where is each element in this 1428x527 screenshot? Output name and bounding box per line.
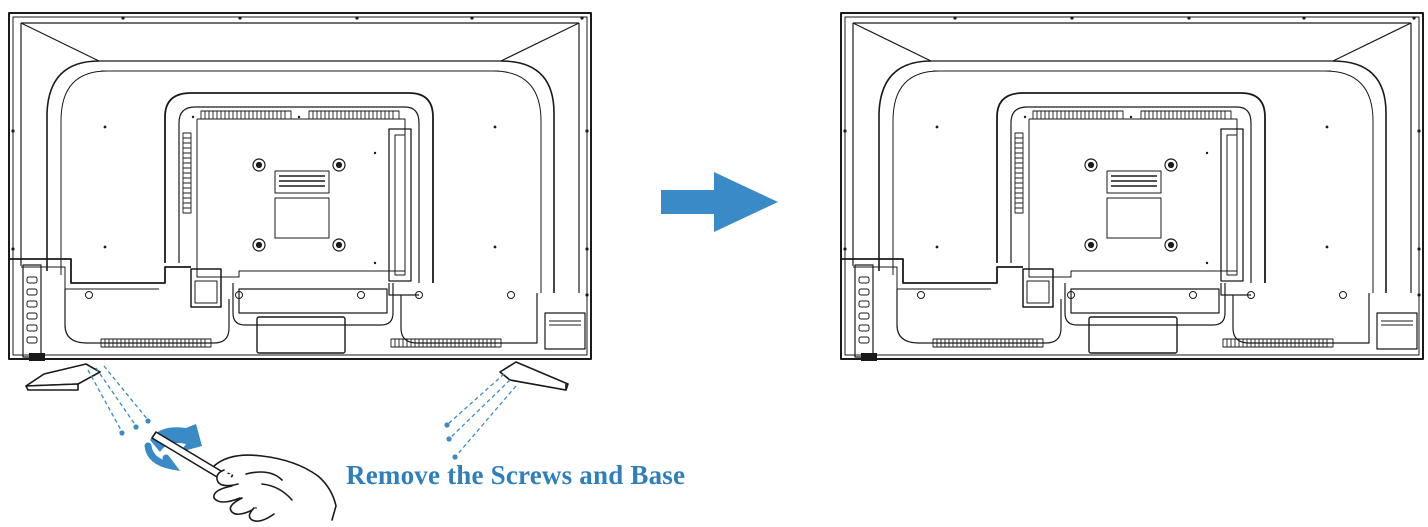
stand-base	[25, 361, 569, 391]
arrow-right-icon	[661, 172, 778, 232]
tv-back-after	[840, 12, 1424, 362]
screw-icon	[119, 418, 458, 460]
hand-illustration	[213, 454, 337, 522]
instruction-caption: Remove the Screws and Base	[346, 460, 686, 490]
screw-paths	[87, 365, 517, 457]
tv-back-before	[8, 12, 592, 362]
